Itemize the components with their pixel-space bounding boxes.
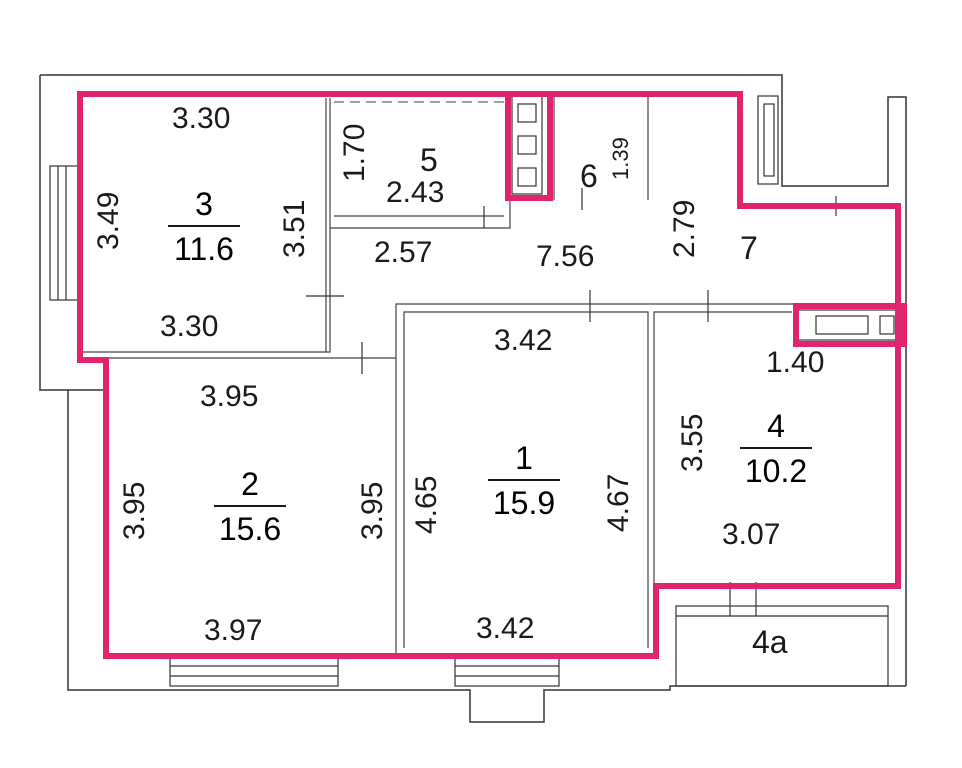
room4-area: 10.2 xyxy=(744,453,808,489)
room3-number: 3 xyxy=(195,186,213,222)
window-bottom-2 xyxy=(454,655,560,687)
room2-area: 15.6 xyxy=(218,511,282,547)
dim-room2-top: 3.95 xyxy=(200,380,259,413)
window-bottom-1 xyxy=(169,655,339,687)
dim-room2-right: 3.95 xyxy=(356,481,389,540)
building-walls xyxy=(39,74,907,723)
dim-room1-right: 4.67 xyxy=(602,473,635,532)
room7-number: 7 xyxy=(740,230,758,266)
dim-room5-side: 1.70 xyxy=(338,123,371,182)
dim-room3-bottom: 3.30 xyxy=(160,310,219,343)
room3-label: 3 11.6 xyxy=(168,186,240,268)
dim-room3-left: 3.49 xyxy=(92,191,125,250)
dim-room2-left: 3.95 xyxy=(118,481,151,540)
door-marks xyxy=(306,188,837,374)
room2-label: 2 15.6 xyxy=(214,466,286,548)
dim-hall-756: 7.56 xyxy=(536,240,595,273)
dim-room1-left: 4.65 xyxy=(410,475,443,534)
dim-room4-bottom: 3.07 xyxy=(722,518,781,551)
room5-number: 5 xyxy=(420,142,438,178)
ventilation-shaft xyxy=(757,95,779,185)
window-left xyxy=(49,165,79,301)
dim-hall-257: 2.57 xyxy=(374,236,433,269)
dim-room4-140: 1.40 xyxy=(766,346,825,379)
interior-walls xyxy=(80,96,896,654)
bathroom-outline xyxy=(505,96,553,201)
dim-room2-bottom: 3.97 xyxy=(204,614,263,647)
dim-room6-side: 1.39 xyxy=(608,137,633,180)
apartment-outline xyxy=(77,91,907,659)
room5-area: 2.43 xyxy=(386,176,445,209)
shaft-room4 xyxy=(795,309,899,341)
room1-number: 1 xyxy=(515,440,533,476)
dim-room1-bottom: 3.42 xyxy=(476,612,535,645)
room2-number: 2 xyxy=(241,466,259,502)
dim-room3-right: 3.51 xyxy=(278,199,311,258)
plumbing-fixtures xyxy=(511,95,543,195)
room3-area: 11.6 xyxy=(174,231,234,267)
room4-label: 4 10.2 xyxy=(740,408,812,490)
dim-room1-top: 3.42 xyxy=(494,324,553,357)
room4a-number: 4a xyxy=(752,624,788,660)
dim-room4-left: 3.55 xyxy=(676,413,709,472)
room1-label: 1 15.9 xyxy=(488,440,560,522)
dim-room3-top: 3.30 xyxy=(172,102,231,135)
room1-area: 15.9 xyxy=(492,485,556,521)
room4-number: 4 xyxy=(767,408,785,444)
dim-hall-279: 2.79 xyxy=(668,199,701,258)
room6-number: 6 xyxy=(580,158,598,194)
